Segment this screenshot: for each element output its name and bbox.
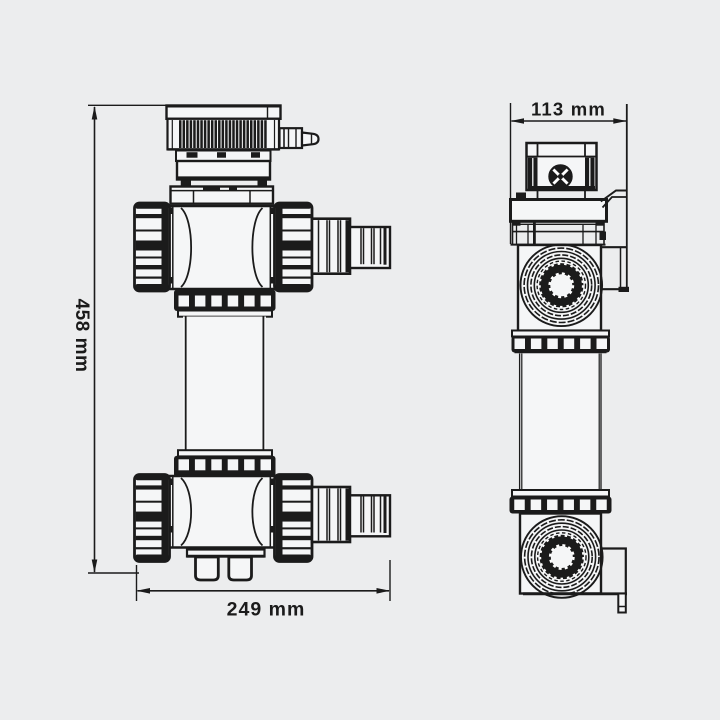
- svg-text:113 mm: 113 mm: [531, 99, 606, 120]
- svg-text:458 mm: 458 mm: [71, 299, 92, 373]
- svg-text:249 mm: 249 mm: [227, 599, 306, 621]
